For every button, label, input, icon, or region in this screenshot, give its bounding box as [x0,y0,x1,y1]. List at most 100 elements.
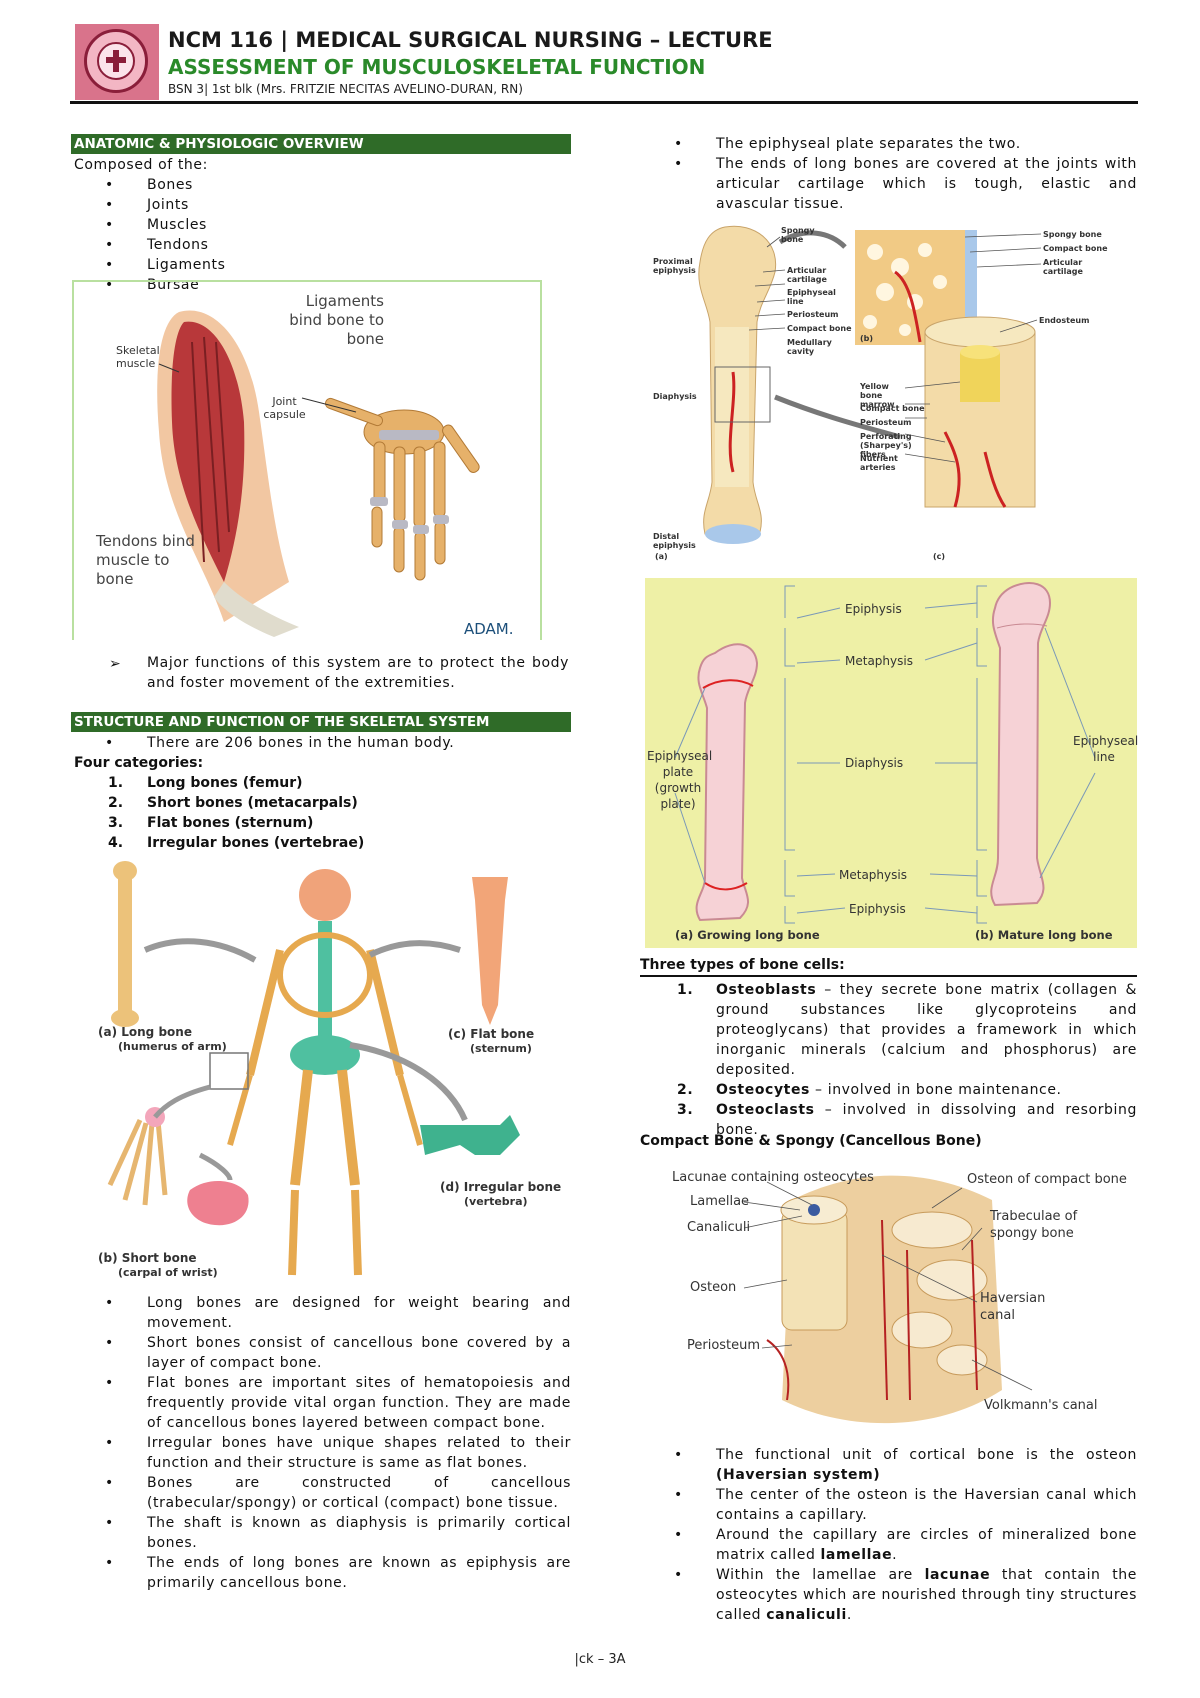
list-item: Long bones are designed for weight beari… [71,1293,571,1333]
bone-cells-title: Three types of bone cells: [640,955,1137,977]
list-item: Short bones consist of cancellous bone c… [71,1333,571,1373]
short-bone-label: (b) Short bone [98,1251,197,1265]
list-item: 4.Irregular bones (vertebrae) [108,835,365,851]
list-item: The shaft is known as diaphysis is prima… [71,1513,571,1553]
fig-b-label: (b) [860,334,874,343]
medullary-cavity-label: Medullary cavity [787,338,832,356]
list-item: 1.Osteoblasts – they secrete bone matrix… [677,982,1137,1078]
epiphyseal-line-label: Epiphyseal line [787,288,836,306]
diaphysis-label-2: Diaphysis [845,756,904,770]
bone-categories-list: 1.Long bones (femur) 2.Short bones (meta… [71,773,571,853]
list-item: Joints [71,195,571,215]
tendons-label: Tendons bind muscle to bone [96,532,195,588]
osteon-label: Osteon [690,1280,737,1295]
flat-bone-label: (c) Flat bone [448,1027,535,1041]
school-logo [75,24,159,100]
periosteum-label-2: Periosteum [860,418,912,427]
bone-count-list: There are 206 bones in the human body. [71,733,571,753]
articular-cartilage-label-2: Articular cartilage [1043,258,1083,276]
yellow-marrow-label: Yellow bone marrow [860,382,895,409]
bone-growth-illustration [674,582,1096,924]
irregular-bone-sub: (vertebra) [464,1195,528,1208]
periosteum-label-3: Periosteum [687,1338,761,1353]
arrow-bullet-icon: ➢ [109,656,122,672]
list-item: The center of the osteon is the Haversia… [640,1485,1137,1525]
compact-bone-label: Compact bone [787,324,852,333]
canaliculi-label: Canaliculi [687,1220,751,1235]
course-title: NCM 116 | MEDICAL SURGICAL NURSING – LEC… [168,28,773,52]
joint-capsule-label: Joint capsule [263,395,306,421]
list-item: Irregular bones have unique shapes relat… [71,1433,571,1473]
list-item: 2.Osteocytes – involved in bone maintena… [677,1082,1062,1098]
flat-bone-sub: (sternum) [470,1042,532,1055]
compact-spongy-figure: Lacunae containing osteocytes Lamellae C… [672,1160,1132,1435]
long-bone-label: (a) Long bone [98,1025,192,1039]
compact-bone-title: Compact Bone & Spongy (Cancellous Bone) [640,1133,982,1149]
epiphysis-bottom-label: Epiphysis [849,902,906,916]
long-bone-sub: (humerus of arm) [118,1040,227,1053]
volkmann-canal-label: Volkmann's canal [984,1398,1098,1413]
compact-spongy-illustration [743,1175,1033,1424]
short-bone-sub: (carpal of wrist) [118,1266,218,1279]
list-item: The functional unit of cortical bone is … [640,1445,1137,1485]
list-item: Ligaments [71,255,571,275]
diaphysis-label: Diaphysis [653,392,697,401]
skeleton-illustration [107,861,520,1276]
spongy-bone-label-2: Spongy bone [1043,230,1102,239]
list-item: Tendons [71,235,571,255]
endosteum-label: Endosteum [1039,316,1090,325]
section-heading-overview: ANATOMIC & PHYSIOLOGIC OVERVIEW [71,134,571,154]
musculoskeletal-figure: Ligaments bind bone to bone Skeletal mus… [72,280,542,640]
list-item: The ends of long bones are known as epip… [71,1553,571,1593]
perforating-fibers-label: Perforating (Sharpey's) fibers [860,432,912,459]
bone-growth-figure: Epiphysis Metaphysis Diaphysis Metaphysi… [645,578,1139,948]
list-item: Bones [71,175,571,195]
list-item: The epiphyseal plate separates the two. [640,134,1137,154]
list-item: Muscles [71,215,571,235]
list-item: Flat bones are important sites of hemato… [71,1373,571,1433]
list-item: 3.Flat bones (sternum) [108,815,314,831]
long-bone-structure-illustration [698,225,1042,544]
compact-bone-label-3: Compact bone [860,404,925,413]
categories-title: Four categories: [74,755,204,771]
articular-cartilage-label: Articular cartilage [787,266,827,284]
list-item: 2.Short bones (metacarpals) [108,795,358,811]
list-item: Bones are constructed of cancellous (tra… [71,1473,571,1513]
section-heading-skeletal: STRUCTURE AND FUNCTION OF THE SKELETAL S… [71,712,571,732]
metaphysis-top-label: Metaphysis [845,654,913,668]
header-divider [70,101,1138,104]
skeletal-muscle-label: Skeletal muscle [116,344,160,370]
bone-cells-list: 1.Osteoblasts – they secrete bone matrix… [640,980,1137,1140]
list-item: Around the capillary are circles of mine… [640,1525,1137,1565]
page-footer: |ck – 3A [574,1652,626,1667]
distal-epiphysis-label: Distal epiphysis [653,532,696,550]
mature-bone-caption: (b) Mature long bone [975,928,1113,942]
epiphyseal-line-label-2: Epiphyseal line [1073,734,1139,764]
nutrient-arteries-label: Nutrient arteries [860,454,898,472]
topic-title: ASSESSMENT OF MUSCULOSKELETAL FUNCTION [168,55,706,79]
metaphysis-bottom-label: Metaphysis [839,868,907,882]
epiphyseal-plate-label: Epiphyseal plate (growth plate) [647,749,713,811]
bone-types-figure: (a) Long bone (humerus of arm) (c) Flat … [80,855,570,1285]
course-meta: BSN 3| 1st blk (Mrs. FRITZIE NECITAS AVE… [168,82,523,96]
periosteum-label: Periosteum [787,310,839,319]
major-functions-note: Major functions of this system are to pr… [147,655,569,691]
epiphysis-bullets: The epiphyseal plate separates the two. … [640,134,1137,214]
overview-intro: Composed of the: [74,157,208,173]
lacunae-label: Lacunae containing osteocytes [672,1170,874,1185]
haversian-canal-label: Haversian canal [980,1291,1046,1323]
arm-hand-illustration [157,310,480,637]
list-item: 1.Long bones (femur) [108,775,303,791]
epiphysis-top-label: Epiphysis [845,602,902,616]
list-item: There are 206 bones in the human body. [71,733,571,753]
proximal-epiphysis-label: Proximal epiphysis [653,257,696,275]
fig-c-label: (c) [933,552,946,561]
trabeculae-label: Trabeculae of spongy bone [990,1209,1078,1241]
osteon-compact-label: Osteon of compact bone [967,1172,1127,1187]
adam-logo: ADAM. [464,620,514,638]
bone-types-bullets: Long bones are designed for weight beari… [71,1293,571,1593]
compact-bone-label-2: Compact bone [1043,244,1108,253]
lamellae-label: Lamellae [690,1194,750,1209]
ligaments-label: Ligaments bind bone to bone [289,292,384,348]
spongy-bone-label: Spongy bone [781,226,815,244]
